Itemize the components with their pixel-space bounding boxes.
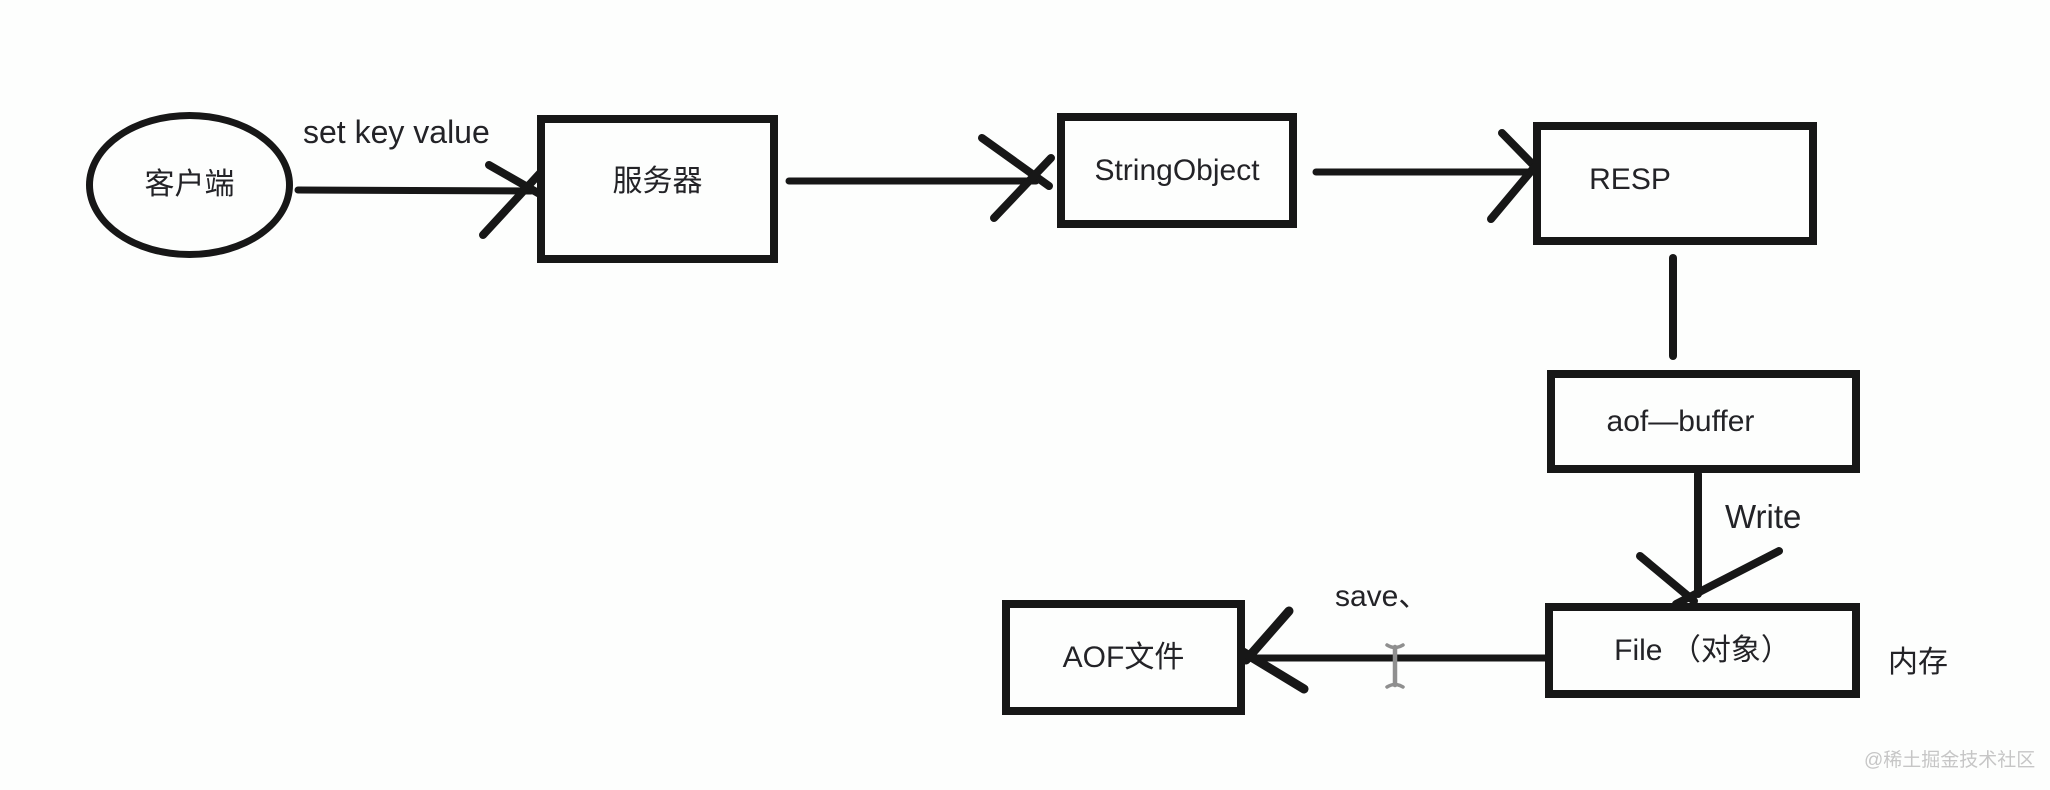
edge-aofbuffer-to-file [1636,470,1783,608]
edge-client-to-server [294,161,549,239]
edge-stringobject-to-resp [1312,129,1552,223]
node-string-object: StringObject [1057,113,1297,228]
node-client: 客户端 [86,112,293,258]
arrowhead-right-icon [479,161,549,239]
node-aof-buffer-label: aof—buffer [1606,404,1755,438]
node-server-label: 服务器 [612,165,703,198]
node-file-object-label: File （对象） [1614,633,1791,667]
arrowhead-down-icon [1636,547,1783,608]
node-file-object: File （对象） [1545,603,1860,698]
node-aof-file: AOF文件 [1002,600,1245,715]
arrowhead-right-icon [978,134,1055,222]
node-string-object-label: StringObject [1094,153,1260,187]
node-client-label: 客户端 [144,168,235,201]
node-resp: RESP [1533,122,1817,245]
node-resp-label: RESP [1589,162,1671,196]
text-cursor-icon [1385,643,1405,689]
annotation-memory: 内存 [1888,646,1948,679]
edge-label-write: Write [1725,498,1802,535]
edge-server-to-stringobject [785,134,1055,222]
edge-label-save: save、 [1335,580,1429,613]
edge-file-to-aoffile [1238,606,1550,694]
edge-label-set-key-value: set key value [303,114,490,150]
node-aof-buffer: aof—buffer [1547,370,1860,473]
watermark: @稀土掘金技术社区 [1864,750,2036,771]
node-aof-file-label: AOF文件 [1062,640,1185,674]
arrowhead-left-icon [1238,606,1309,694]
node-server: 服务器 [537,115,778,263]
